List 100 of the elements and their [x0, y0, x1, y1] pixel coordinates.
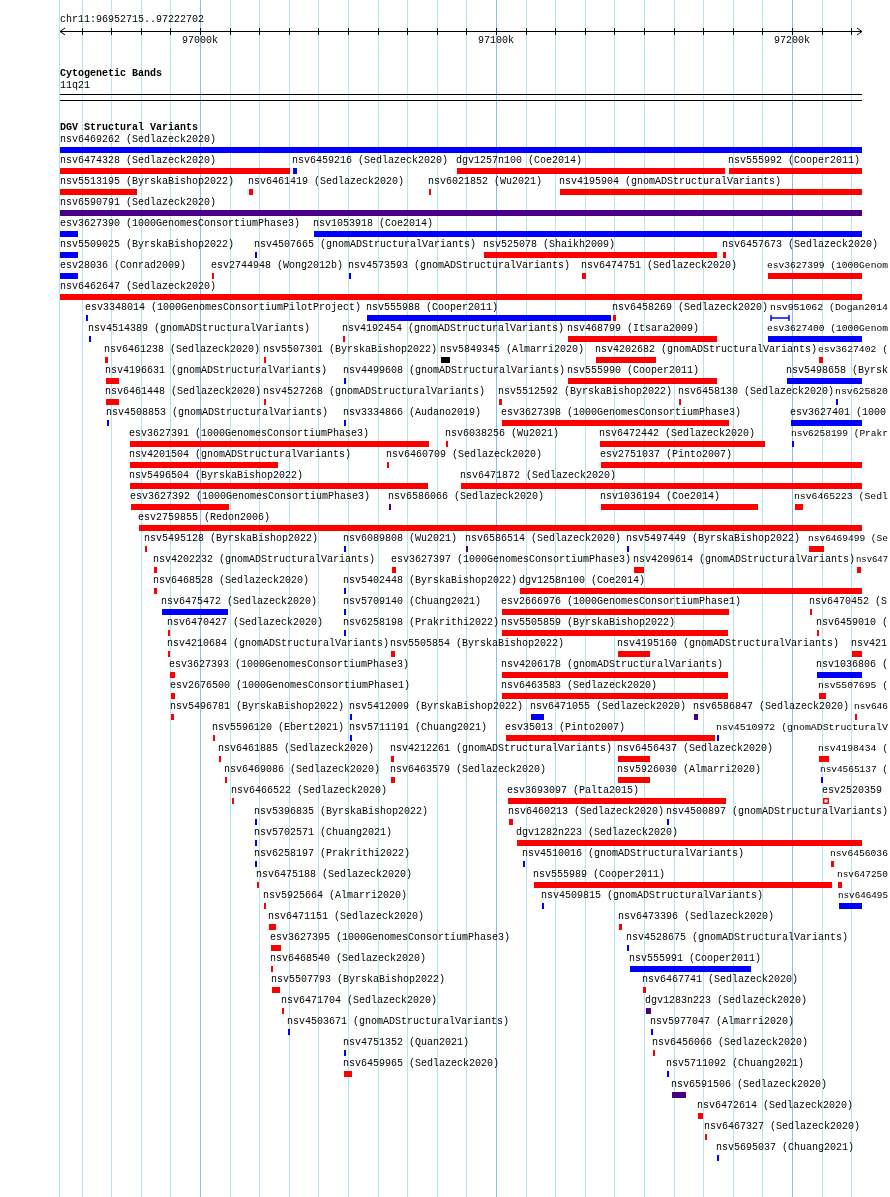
- variant-label: esv3693097 (Palta2015): [507, 785, 640, 797]
- variant-label: nsv1036194 (Coe2014): [600, 491, 721, 503]
- variant-label: nsv6258198 (Prakrithi2022): [343, 617, 500, 629]
- band-label: 11q21: [60, 80, 90, 92]
- variant-label: nsv6586066 (Sedlazeck2020): [388, 491, 545, 503]
- variant-label: nsv6461419 (Sedlazeck2020): [248, 176, 405, 188]
- variant-label: nsv4507665 (gnomADStructuralVariants): [254, 239, 477, 251]
- variant-label: nsv5412009 (ByrskaBishop2022): [349, 701, 524, 713]
- variant-label: esv35013 (Pinto2007): [505, 722, 626, 734]
- variant-label: esv3627391 (1000GenomesConsortiumPhase3): [129, 428, 370, 440]
- variant-label: nsv421: [851, 638, 887, 650]
- variant-label: esv28036 (Conrad2009): [60, 260, 187, 272]
- variant-label: nsv5711191 (Chuang2021): [349, 722, 488, 734]
- variant-label: nsv6474328 (Sedlazeck2020): [60, 155, 217, 167]
- variant-label: nsv6470452 (S: [809, 596, 887, 608]
- variant-label: nsv5505854 (ByrskaBishop2022): [390, 638, 565, 650]
- variant-label: nsv4202682 (gnomADStructuralVariants): [595, 344, 818, 356]
- track-title: Cytogenetic Bands: [60, 68, 163, 80]
- variant-label: nsv5702571 (Chuang2021): [254, 827, 393, 839]
- variant-label: nsv4209614 (gnomADStructuralVariants): [633, 554, 856, 566]
- variant-label: nsv4508853 (gnomADStructuralVariants): [106, 407, 329, 419]
- variant-label: esv3627401 (1000: [790, 407, 886, 419]
- variant-label: nsv5513195 (ByrskaBishop2022): [60, 176, 235, 188]
- variant-label: nsv6458269 (Sedlazeck2020): [612, 302, 769, 314]
- variant-label: nsv6471151 (Sedlazeck2020): [268, 911, 425, 923]
- variant-label: esv3627398 (1000GenomesConsortiumPhase3): [501, 407, 742, 419]
- track-title: DGV Structural Variants: [60, 122, 199, 134]
- variant-label: nsv5507695 (: [818, 680, 888, 692]
- variant-label: nsv6475472 (Sedlazeck2020): [161, 596, 318, 608]
- variant-label: nsv4510972 (gnomADStructuralV: [716, 722, 888, 734]
- variant-label: nsv4527268 (gnomADStructuralVariants): [263, 386, 486, 398]
- variant-label: nsv6468528 (Sedlazeck2020): [153, 575, 310, 587]
- variant-label: nsv555991 (Cooper2011): [629, 953, 762, 965]
- variant-label: esv2676500 (1000GenomesConsortiumPhase1): [170, 680, 411, 692]
- variant-label: nsv6460213 (Sedlazeck2020): [508, 806, 665, 818]
- variant-label: nsv5402448 (ByrskaBishop2022): [343, 575, 518, 587]
- variant-label: esv3627395 (1000GenomesConsortiumPhase3): [270, 932, 511, 944]
- variant-label: nsv6591506 (Sedlazeck2020): [671, 1079, 828, 1091]
- variant-label: nsv5596120 (Ebert2021): [212, 722, 345, 734]
- variant-label: nsv6586514 (Sedlazeck2020): [465, 533, 622, 545]
- variant-label: nsv4499608 (gnomADStructuralVariants): [343, 365, 566, 377]
- variant-label: nsv6461448 (Sedlazeck2020): [105, 386, 262, 398]
- variant-label: nsv468799 (Itsara2009): [567, 323, 700, 335]
- variant-label: nsv646: [854, 701, 888, 713]
- variant-label: nsv4212261 (gnomADStructuralVariants): [390, 743, 613, 755]
- variant-label: nsv5507301 (ByrskaBishop2022): [263, 344, 438, 356]
- variant-label: nsv4201504 (gnomADStructuralVariants): [129, 449, 352, 461]
- variant-label: nsv6456066 (Sedlazeck2020): [652, 1037, 809, 1049]
- variant-label: nsv6472614 (Sedlazeck2020): [697, 1100, 854, 1112]
- variant-label: nsv1036806 (: [816, 659, 888, 671]
- variant-label: nsv951062 (Dogan2014: [770, 302, 888, 314]
- variant-label: nsv6590791 (Sedlazeck2020): [60, 197, 217, 209]
- variant-label: nsv6258197 (Prakrithi2022): [254, 848, 411, 860]
- variant-label: nsv4528675 (gnomADStructuralVariants): [626, 932, 849, 944]
- variant-label: nsv6459965 (Sedlazeck2020): [343, 1058, 500, 1070]
- variant-label: nsv6474751 (Sedlazeck2020): [581, 260, 738, 272]
- tick-label: 97000k: [182, 35, 218, 47]
- variant-label: nsv1053918 (Coe2014): [313, 218, 434, 230]
- variant-label: esv2744948 (Wong2012b): [211, 260, 344, 272]
- variant-label: nsv6456036: [830, 848, 888, 860]
- variant-label: nsv6038256 (Wu2021): [445, 428, 560, 440]
- variant-label: dgv1257n100 (Coe2014): [456, 155, 583, 167]
- variant-label: dgv1283n223 (Sedlazeck2020): [645, 995, 808, 1007]
- variant-label: nsv6469086 (Sedlazeck2020): [224, 764, 381, 776]
- variant-label: nsv6470427 (Sedlazeck2020): [167, 617, 324, 629]
- variant-label: nsv4198434 (: [818, 743, 888, 755]
- variant-label: nsv5711092 (Chuang2021): [666, 1058, 805, 1070]
- variant-label: nsv5495128 (ByrskaBishop2022): [144, 533, 319, 545]
- variant-label: nsv4503671 (gnomADStructuralVariants): [287, 1016, 510, 1028]
- variant-label: nsv646495: [838, 890, 888, 902]
- variant-label: esv2520359: [822, 785, 882, 797]
- variant-label: nsv4202232 (gnomADStructuralVariants): [153, 554, 376, 566]
- variant-label: esv2759855 (Redon2006): [138, 512, 271, 524]
- variant-label: nsv5498658 (Byrsk: [786, 365, 889, 377]
- variant-label: nsv5497449 (ByrskaBishop2022): [626, 533, 801, 545]
- variant-label: nsv4195904 (gnomADStructuralVariants): [559, 176, 782, 188]
- variant-label: nsv6021852 (Wu2021): [428, 176, 543, 188]
- variant-label: nsv5496781 (ByrskaBishop2022): [170, 701, 345, 713]
- variant-label: nsv6475188 (Sedlazeck2020): [256, 869, 413, 881]
- variant-label: nsv6458130 (Sedlazeck2020): [678, 386, 835, 398]
- variant-label: nsv6462647 (Sedlazeck2020): [60, 281, 217, 293]
- variant-label: nsv6472442 (Sedlazeck2020): [599, 428, 756, 440]
- variant-label: nsv6467741 (Sedlazeck2020): [642, 974, 799, 986]
- variant-label: nsv5505859 (ByrskaBishop2022): [501, 617, 676, 629]
- variant-label: nsv4514389 (gnomADStructuralVariants): [88, 323, 311, 335]
- variant-label: nsv6468540 (Sedlazeck2020): [270, 953, 427, 965]
- variant-label: esv3348014 (1000GenomesConsortiumPilotProject): [85, 302, 362, 314]
- variant-label: nsv555990 (Cooper2011): [567, 365, 700, 377]
- variant-label: nsv4196631 (gnomADStructuralVariants): [105, 365, 328, 377]
- variant-label: nsv6258199 (Prakr: [791, 428, 888, 440]
- variant-label: nsv6471704 (Sedlazeck2020): [281, 995, 438, 1007]
- variant-label: nsv4509815 (gnomADStructuralVariants): [541, 890, 764, 902]
- variant-label: nsv6461885 (Sedlazeck2020): [218, 743, 375, 755]
- variant-label: nsv6465223 (Sedl: [794, 491, 888, 503]
- variant-label: nsv5926030 (Almarri2020): [617, 764, 762, 776]
- variant-label: nsv555988 (Cooper2011): [366, 302, 499, 314]
- variant-label: esv3627397 (1000GenomesConsortiumPhase3): [391, 554, 632, 566]
- variant-label: dgv1258n100 (Coe2014): [519, 575, 646, 587]
- variant-label: nsv5512592 (ByrskaBishop2022): [498, 386, 673, 398]
- variant-label: nsv5709140 (Chuang2021): [343, 596, 482, 608]
